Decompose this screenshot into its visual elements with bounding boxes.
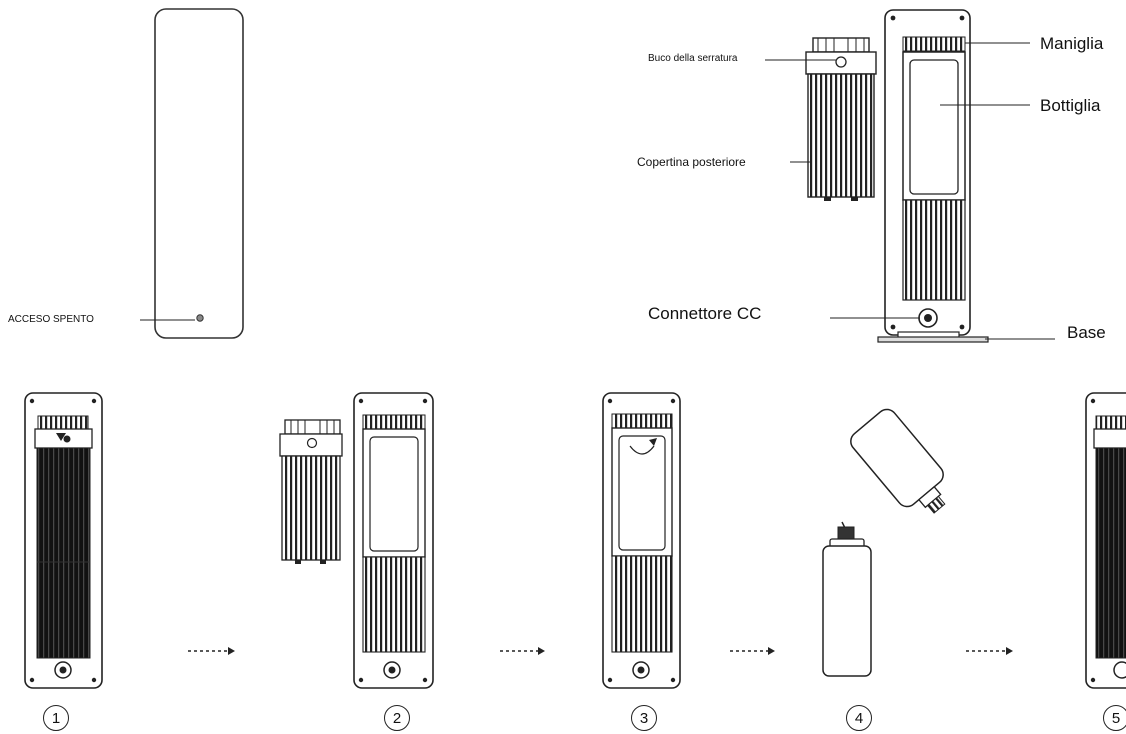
- label-bottle: Bottiglia: [1040, 96, 1101, 115]
- power-button-icon: [196, 314, 204, 322]
- label-back-cover: Copertina posteriore: [637, 155, 746, 169]
- step-3-device: [602, 392, 681, 689]
- device-front-view: [140, 8, 244, 339]
- step-number-2: 2: [384, 705, 410, 731]
- rotate-arrow-icon: [629, 445, 655, 455]
- label-on-off: ACCESO SPENTO: [8, 314, 94, 325]
- step-5-device: [1085, 392, 1126, 689]
- step-1-device: [24, 392, 103, 689]
- step-number-5: 5: [1103, 705, 1126, 731]
- step-number-1: 1: [43, 705, 69, 731]
- label-dc-connector: Connettore CC: [648, 304, 762, 323]
- step-2-device: [279, 392, 434, 689]
- back-cover-part: [765, 37, 877, 201]
- step-number-4: 4: [846, 705, 872, 731]
- label-base: Base: [1067, 323, 1106, 342]
- step-number-3: 3: [631, 705, 657, 731]
- device-back-view: [830, 9, 1055, 343]
- keyhole-icon: [835, 56, 847, 68]
- base-plate: [877, 336, 989, 343]
- label-keyhole: Buco della serratura: [648, 53, 738, 64]
- label-handle: Maniglia: [1040, 34, 1104, 53]
- step-4-refill: [822, 408, 946, 677]
